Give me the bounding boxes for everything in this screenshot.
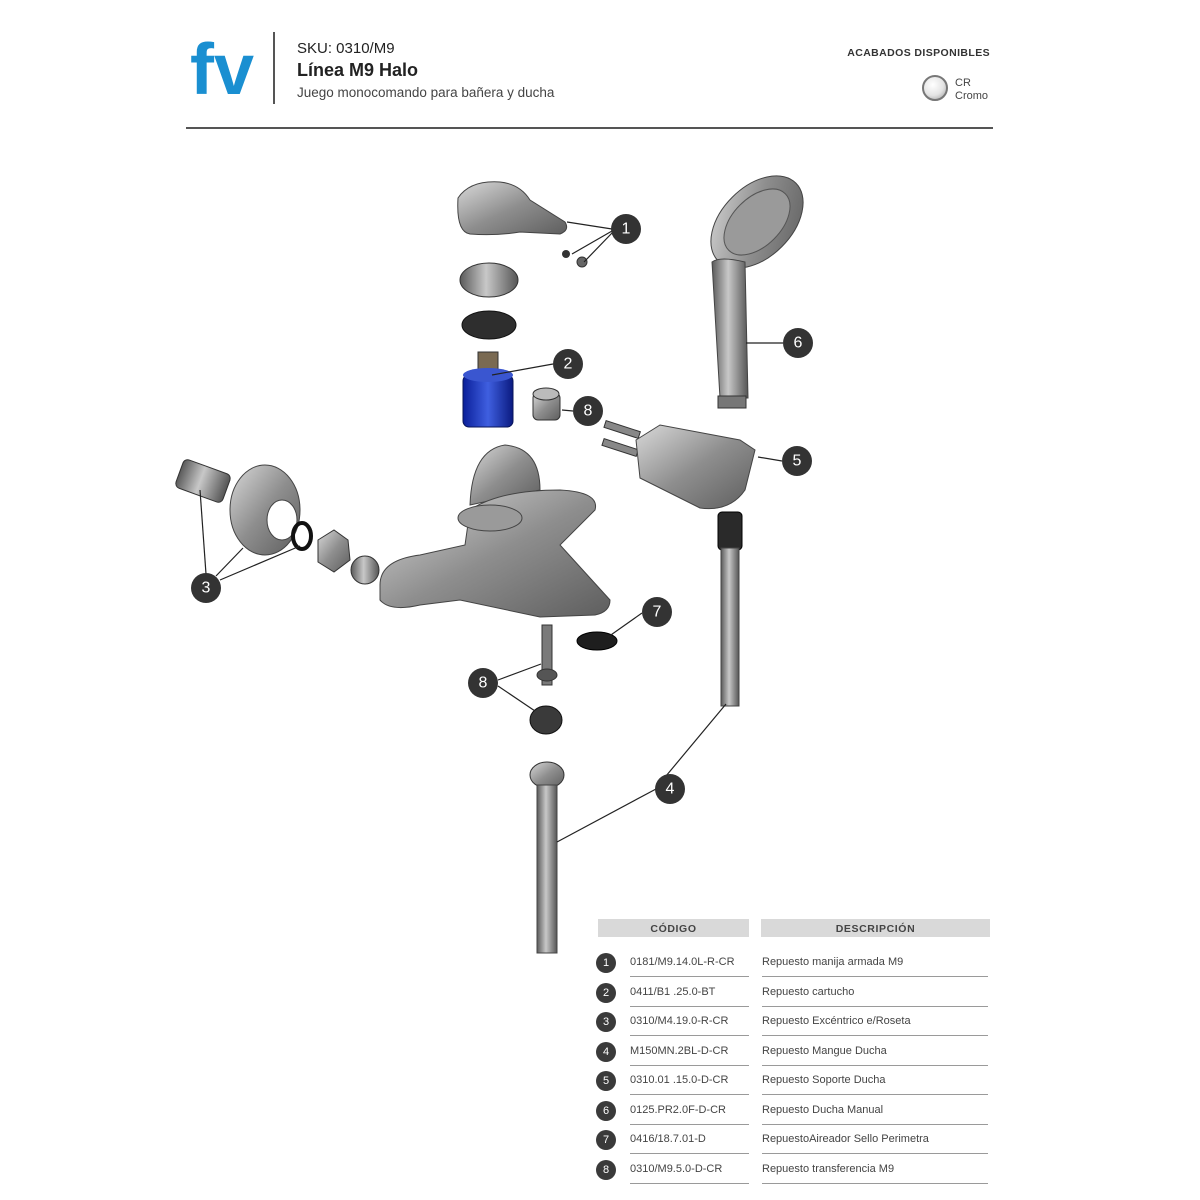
row-code: 0310/M9.5.0-D-CR	[630, 1162, 723, 1175]
table-row: 2 0411/B1 .25.0-BT Repuesto cartucho	[596, 978, 992, 1008]
finishes-heading: ACABADOS DISPONIBLES	[847, 47, 990, 59]
callout-2-label: 2	[564, 356, 573, 373]
row-divider	[762, 1153, 988, 1154]
row-description: Repuesto Ducha Manual	[762, 1103, 884, 1116]
row-number-badge: 4	[596, 1041, 616, 1062]
callout-7-label: 7	[653, 604, 662, 621]
row-divider	[762, 1182, 988, 1184]
row-divider	[630, 1064, 749, 1066]
callout-8-bottom: 8	[468, 668, 498, 698]
table-header-code: CÓDIGO	[598, 919, 749, 937]
callout-3-label: 3	[202, 580, 211, 597]
callout-5: 5	[782, 446, 812, 476]
row-description: Repuesto cartucho	[762, 985, 855, 998]
callout-1-label: 1	[622, 221, 631, 238]
handle-lever-part	[457, 181, 588, 268]
chrome-finish-swatch	[922, 75, 948, 101]
callout-1: 1	[611, 214, 641, 244]
cartridge-part	[462, 351, 514, 428]
row-divider	[630, 1005, 749, 1007]
row-divider	[630, 1123, 749, 1125]
aerator-seal-part	[576, 631, 618, 651]
table-row: 3 0310/M4.19.0-R-CR Repuesto Excéntrico e/…	[596, 1007, 992, 1037]
hand-shower-part	[710, 175, 804, 409]
table-row: 8 0310/M9.5.0-D-CR Repuesto transferencia …	[596, 1155, 992, 1185]
table-row: 7 0416/18.7.01-D RepuestoAireador Sello Pe…	[596, 1125, 992, 1155]
row-code: 0181/M9.14.0L-R-CR	[630, 956, 735, 968]
row-code: 0310/M4.19.0-R-CR	[630, 1015, 729, 1027]
product-subtitle: Juego monocomando para bañera y ducha	[297, 85, 555, 100]
row-divider	[762, 1123, 988, 1125]
row-divider	[762, 1094, 988, 1095]
diverter-stem-part	[529, 624, 563, 735]
header-divider	[273, 32, 275, 104]
exploded-diagram: 1 2 8 3 4 5 6 7 8	[175, 175, 813, 954]
callout-6-label: 6	[794, 335, 803, 352]
sku-label: SKU: 0310/M9	[297, 40, 395, 57]
supply-hose-part	[529, 761, 565, 954]
leader-lines	[199, 221, 783, 843]
row-divider	[630, 1094, 749, 1095]
row-description: Repuesto Mangue Ducha	[762, 1044, 887, 1057]
row-divider	[762, 976, 988, 977]
row-number-badge: 3	[596, 1012, 616, 1032]
callout-3: 3	[191, 573, 221, 603]
table-row: 1 0181/M9.14.0L-R-CR Repuesto manija armad…	[596, 948, 992, 978]
row-divider	[630, 976, 749, 977]
row-number-badge: 7	[596, 1130, 616, 1150]
row-code: 0310.01 .15.0-D-CR	[630, 1074, 729, 1086]
row-divider	[630, 1035, 749, 1036]
row-divider	[762, 1035, 988, 1036]
trim-ring-part	[459, 262, 519, 298]
table-row: 5 0310.01 .15.0-D-CR Repuesto Soporte Duch…	[596, 1066, 992, 1096]
table-row: 4 M150MN.2BL-D-CR Repuesto Mangue Ducha	[596, 1037, 992, 1067]
shower-hose-part	[717, 511, 743, 707]
row-code: 0411/B1 .25.0-BT	[630, 985, 716, 998]
row-number-badge: 1	[596, 953, 616, 973]
callout-8-bottom-label: 8	[479, 675, 488, 692]
row-number-badge: 6	[596, 1100, 616, 1121]
lock-nut-part	[461, 310, 517, 340]
row-description: Repuesto manija armada M9	[762, 956, 904, 968]
diverter-knob-part	[532, 387, 561, 421]
row-code: 0125.PR2.0F-D-CR	[630, 1103, 726, 1116]
fv-logo-text: fv	[190, 34, 254, 102]
product-line-title: Línea M9 Halo	[297, 60, 419, 80]
page-header: fv SKU: 0310/M9 Línea M9 Halo Juego mono…	[0, 0, 1200, 130]
table-header-description: DESCRIPCIÓN	[761, 919, 990, 937]
finish-name: Cromo	[955, 90, 989, 102]
callout-7: 7	[642, 597, 672, 627]
callout-4-label: 4	[666, 781, 675, 798]
row-description: Repuesto Soporte Ducha	[762, 1074, 886, 1086]
row-description: RepuestoAireador Sello Perimetra	[762, 1133, 929, 1145]
finish-code: CR	[955, 77, 971, 89]
row-description: Repuesto Excéntrico e/Roseta	[762, 1015, 911, 1027]
eccentric-rosette-part	[175, 459, 380, 585]
row-code: M150MN.2BL-D-CR	[630, 1044, 729, 1057]
row-code: 0416/18.7.01-D	[630, 1133, 706, 1145]
row-divider	[630, 1153, 749, 1154]
callout-6: 6	[783, 328, 813, 358]
callout-4: 4	[655, 774, 685, 804]
fv-logo: fv	[190, 34, 254, 102]
callout-8-top-label: 8	[584, 403, 593, 420]
row-divider	[762, 1005, 988, 1007]
mixer-body-part	[379, 444, 611, 618]
row-number-badge: 5	[596, 1071, 616, 1091]
callout-2: 2	[553, 349, 583, 379]
callout-5-label: 5	[793, 453, 802, 470]
table-row: 6 0125.PR2.0F-D-CR Repuesto Ducha Manual	[596, 1096, 992, 1126]
row-divider	[762, 1064, 988, 1066]
row-divider	[630, 1182, 749, 1184]
row-number-badge: 8	[596, 1159, 616, 1180]
row-number-badge: 2	[596, 982, 616, 1003]
row-description: Repuesto transferencia M9	[762, 1162, 895, 1175]
callout-8-top: 8	[573, 396, 603, 426]
shower-bracket-part	[601, 420, 756, 510]
header-rule	[186, 127, 993, 129]
